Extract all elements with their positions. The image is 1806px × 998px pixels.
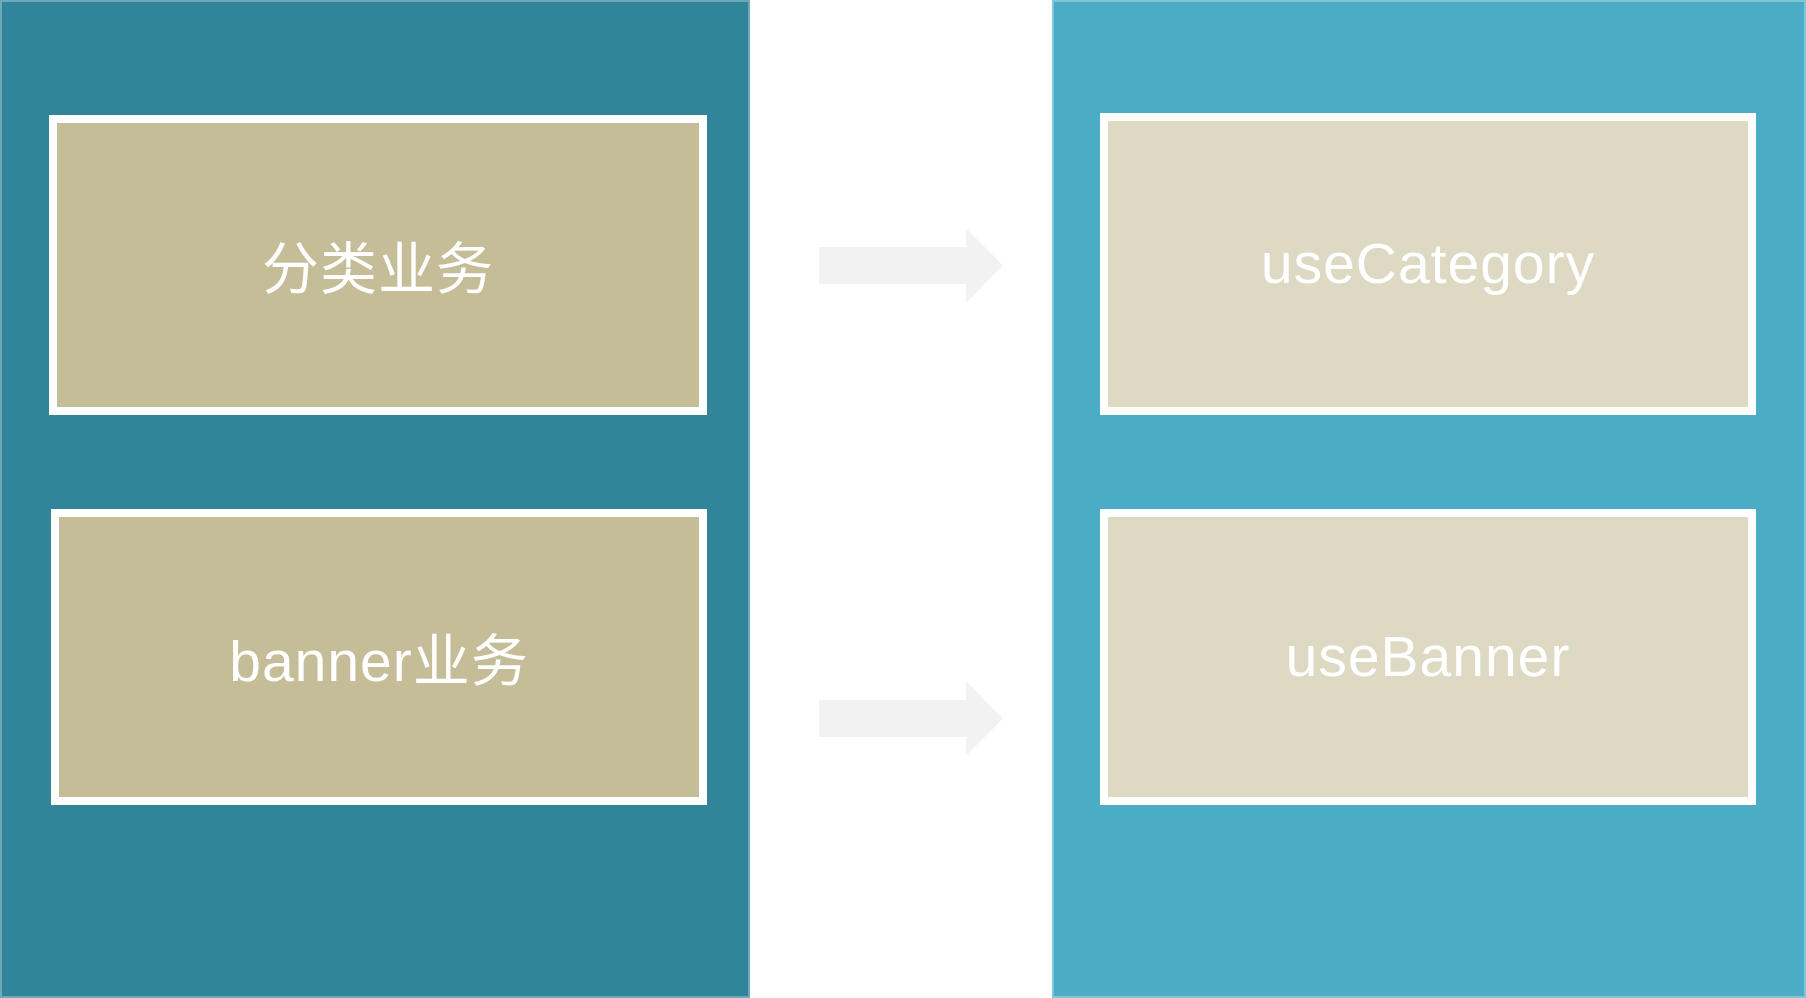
box-banner-business: banner业务: [51, 509, 707, 805]
box-category-business: 分类业务: [49, 115, 707, 415]
arrow-right-icon: [819, 681, 1003, 756]
box-use-category-label: useCategory: [1260, 232, 1596, 296]
box-use-category: useCategory: [1100, 113, 1756, 415]
box-category-business-label: 分类业务: [262, 238, 494, 302]
box-banner-business-label: banner业务: [229, 630, 529, 694]
arrow-right-icon: [819, 228, 1003, 303]
box-use-banner-label: useBanner: [1285, 625, 1571, 689]
box-use-banner: useBanner: [1100, 509, 1756, 805]
